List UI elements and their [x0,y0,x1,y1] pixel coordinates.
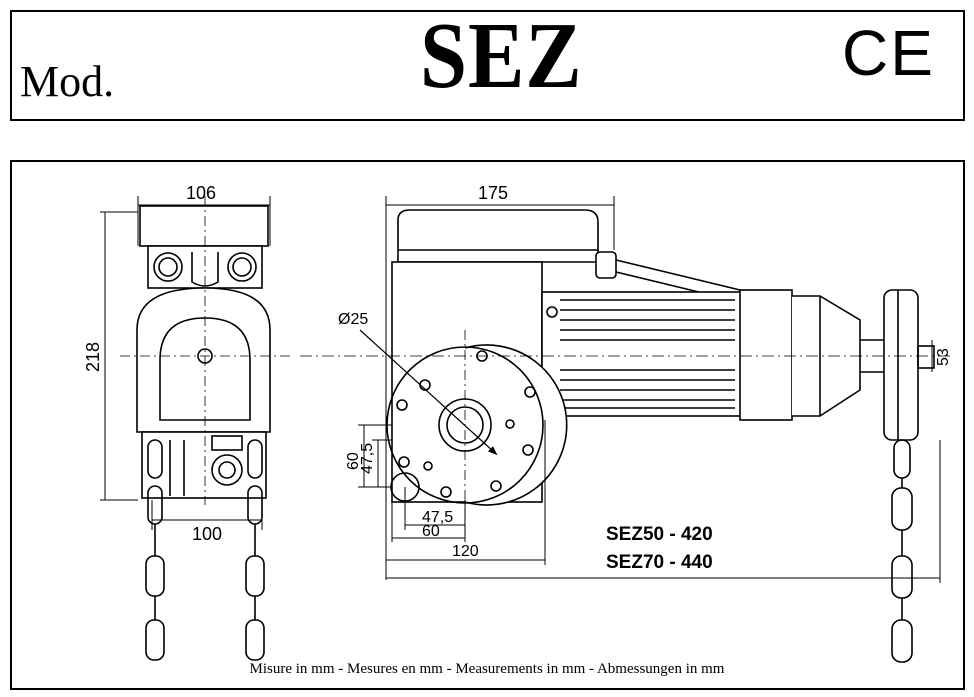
ce-mark: CE [842,17,935,89]
dim-front-width-bottom: 100 [192,524,222,544]
dim-shaft-diameter: Ø25 [338,311,368,328]
dim-horizontal-47-5: 47,5 [422,509,453,526]
dim-vertical-47-5: 47,5 [359,443,376,474]
dim-horizontal-60: 60 [422,523,440,540]
model-sez70-length: SEZ70 - 440 [606,552,713,573]
model-name: SEZ [420,4,583,108]
mod-label: Mod. [20,57,115,106]
dim-right-53: 53 [935,348,952,366]
model-sez50-length: SEZ50 - 420 [606,524,713,545]
front-view [100,196,290,661]
dim-side-width-top: 175 [478,183,508,203]
dim-front-height: 218 [83,342,103,372]
header-panel [10,10,965,121]
dim-horizontal-120: 120 [452,543,479,560]
dim-front-width-top: 106 [186,183,216,203]
measurements-caption: Misure in mm - Mesures en mm - Measureme… [249,661,725,677]
dim-vertical-60: 60 [345,452,362,470]
side-view [300,196,950,663]
